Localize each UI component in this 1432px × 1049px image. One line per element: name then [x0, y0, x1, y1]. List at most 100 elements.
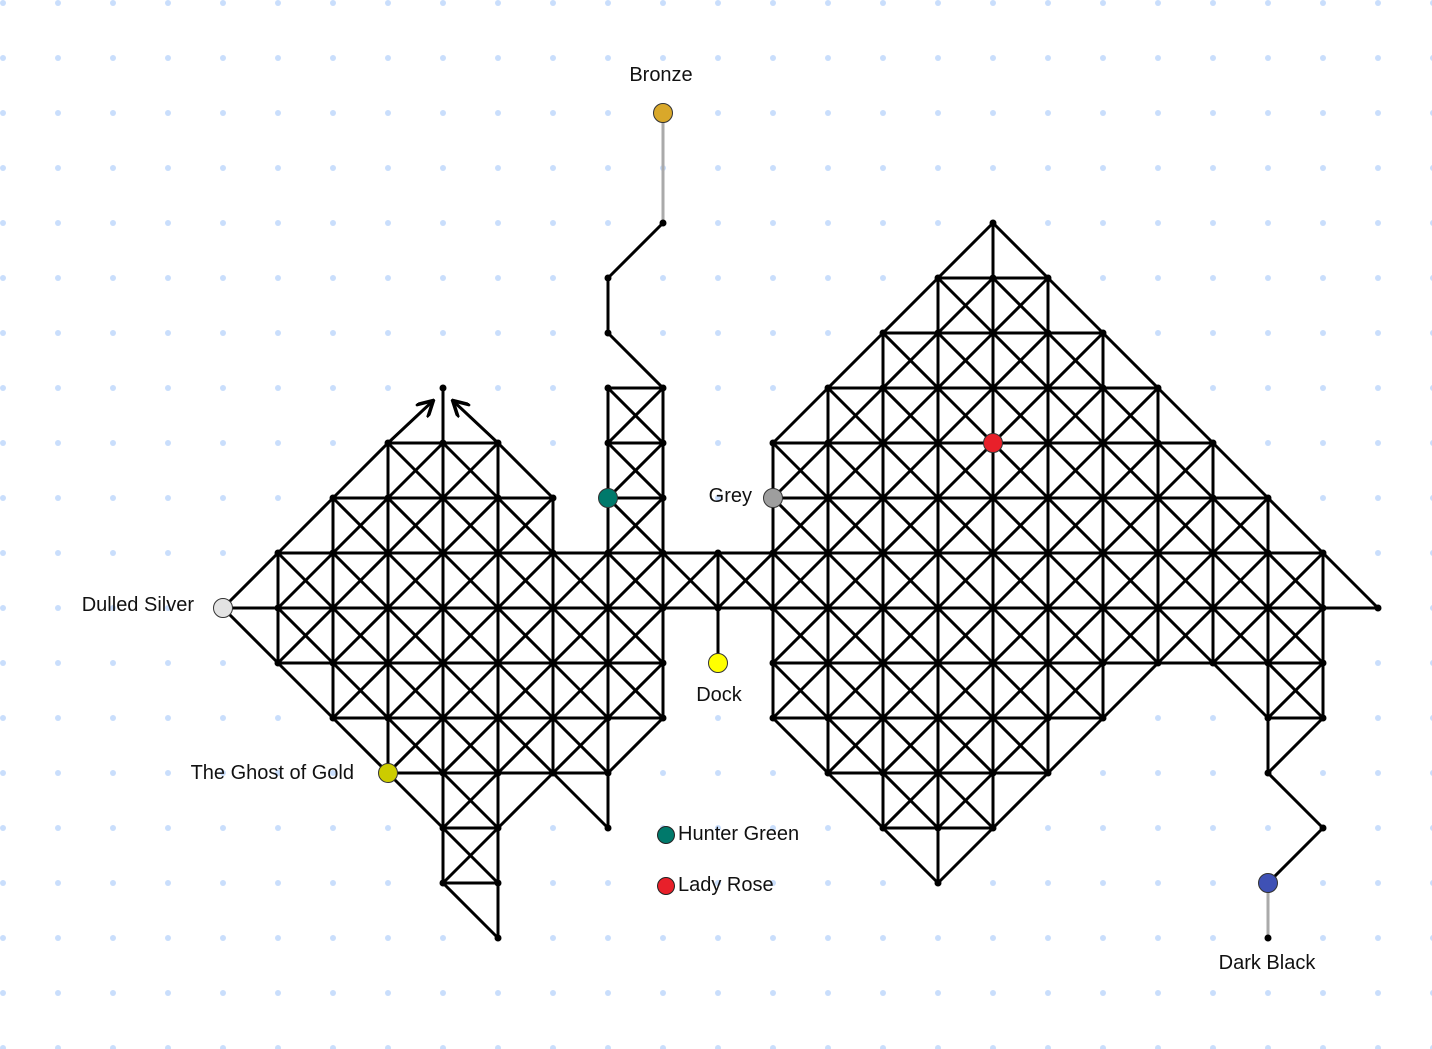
grid-dot — [935, 110, 941, 116]
grid-dot — [1375, 715, 1381, 721]
path-edge — [441, 661, 500, 720]
grid-dot — [1375, 825, 1381, 831]
grid-dot — [385, 935, 391, 941]
location-dulled-silver-marker[interactable] — [213, 598, 233, 618]
junction-node — [989, 659, 997, 667]
grid-dot — [0, 550, 6, 556]
junction-node — [494, 604, 502, 612]
path-edge — [551, 606, 610, 665]
junction-node — [659, 219, 667, 227]
junction-node — [1044, 494, 1052, 502]
grid-dot — [330, 935, 336, 941]
grid-dot — [1100, 990, 1106, 996]
path-edge — [936, 771, 995, 830]
path-edge — [496, 551, 555, 610]
grid-dot — [275, 55, 281, 61]
location-bronze-marker[interactable] — [653, 103, 673, 123]
grid-dot — [1155, 715, 1161, 721]
junction-node — [604, 274, 612, 282]
grid-dot — [825, 880, 831, 886]
path-edge — [386, 771, 445, 830]
path-edge — [496, 496, 555, 555]
grid-dot — [1100, 935, 1106, 941]
grid-dot — [110, 0, 116, 6]
grid-dot — [55, 0, 61, 6]
grid-dot — [275, 825, 281, 831]
grid-dot — [715, 385, 721, 391]
grid-dot — [1155, 825, 1161, 831]
grid-dot — [1265, 385, 1271, 391]
path-edge — [936, 826, 995, 885]
junction-node — [1044, 439, 1052, 447]
grid-dot — [715, 55, 721, 61]
grid-dot — [385, 220, 391, 226]
grid-dot — [550, 1045, 556, 1049]
grid-dot — [385, 0, 391, 6]
path-edge — [1156, 606, 1215, 665]
arrow-icon — [386, 402, 432, 445]
location-hunter-green-marker[interactable] — [598, 488, 618, 508]
grid-dot — [440, 1045, 446, 1049]
grid-dot — [770, 110, 776, 116]
grid-dot — [165, 550, 171, 556]
grid-dot — [55, 220, 61, 226]
location-dark-black-marker[interactable] — [1258, 873, 1278, 893]
junction-node — [934, 824, 942, 832]
path-edge — [1101, 551, 1160, 610]
grid-dot — [1045, 1045, 1051, 1049]
grid-dot — [275, 880, 281, 886]
junction-node — [934, 494, 942, 502]
grid-dot — [1100, 165, 1106, 171]
junction-node — [439, 604, 447, 612]
grid-dot — [1045, 990, 1051, 996]
junction-node — [934, 439, 942, 447]
grid-dot — [165, 880, 171, 886]
location-ghost-of-gold-marker[interactable] — [378, 763, 398, 783]
path-edge — [331, 441, 390, 500]
junction-node — [1099, 384, 1107, 392]
grid-dot — [0, 275, 6, 281]
edges — [221, 111, 1380, 940]
junction-node — [1044, 714, 1052, 722]
path-edge — [881, 771, 940, 830]
location-dock-marker[interactable] — [708, 653, 728, 673]
grid-dot — [660, 55, 666, 61]
junction-node — [934, 384, 942, 392]
path-edge — [991, 716, 1050, 775]
grid-dot — [495, 1045, 501, 1049]
path-edge — [496, 606, 555, 665]
grid-dot — [1320, 880, 1326, 886]
grid-dot — [110, 770, 116, 776]
path-edge — [441, 716, 500, 775]
hunter-green-swatch-icon — [657, 825, 675, 844]
path-edge — [771, 386, 830, 445]
grid-dot — [0, 220, 6, 226]
path-edge — [276, 606, 335, 665]
location-lady-rose-marker[interactable] — [983, 433, 1003, 453]
grid-dot — [1375, 330, 1381, 336]
junction-node — [439, 879, 447, 887]
path-edge — [1266, 496, 1325, 555]
grid-dot — [880, 0, 886, 6]
grid-dot — [385, 880, 391, 886]
grid-dot — [0, 55, 6, 61]
location-grey-marker[interactable] — [763, 488, 783, 508]
path-edge — [1046, 441, 1105, 500]
junction-node — [384, 714, 392, 722]
path-edge — [936, 331, 995, 390]
grid-dot — [1375, 770, 1381, 776]
grid-dot — [275, 330, 281, 336]
grid-dot — [165, 660, 171, 666]
path-edge — [936, 386, 995, 445]
junction-node — [1099, 549, 1107, 557]
grid-dot — [1375, 1045, 1381, 1049]
grid-dot — [55, 110, 61, 116]
path-edge — [606, 716, 665, 775]
path-edge — [1156, 496, 1215, 555]
junction-node — [384, 604, 392, 612]
path-edge — [441, 606, 500, 665]
grid-dot — [880, 165, 886, 171]
junction-node — [989, 769, 997, 777]
grid-dot — [1210, 825, 1216, 831]
grid-dot — [605, 0, 611, 6]
